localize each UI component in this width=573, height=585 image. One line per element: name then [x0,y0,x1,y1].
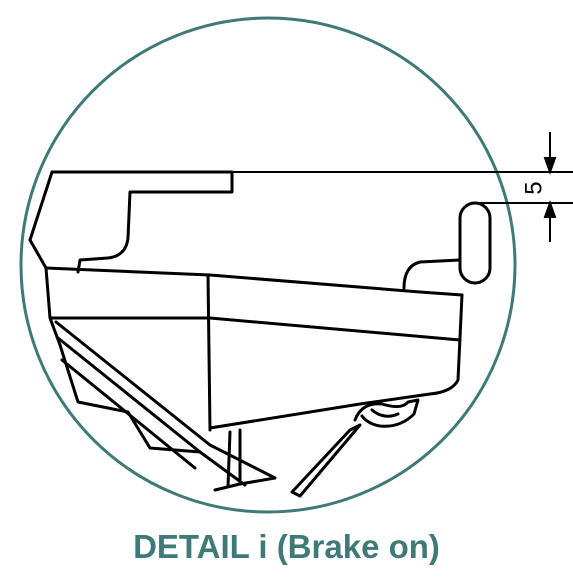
dimension-arrow-up [543,200,557,218]
lever-hub [353,398,420,428]
dimension-arrow-down [543,157,557,175]
detail-circle [19,16,517,514]
block-vertical-divider [206,273,212,432]
block-right-edge [428,293,464,396]
diagonal-bar-outer [54,320,277,492]
lever-arm [290,423,362,498]
knob-stem [402,258,462,290]
brake-shoe-plate [28,170,234,274]
knob [458,201,492,285]
dimension-annotation [232,132,573,242]
detail-drawing: 5 [19,16,573,514]
pin-left [226,430,232,488]
diagonal-bar-inner [56,336,202,454]
lever-hub-detail [370,408,400,418]
block-top-edge [44,266,464,297]
diagonal-bar-lower [60,358,197,470]
brake-assembly-linework [28,170,492,498]
left-outline [28,238,247,487]
block-bottom-edge [208,392,432,430]
detail-caption: DETAIL i (Brake on) [133,528,440,565]
dimension-value: 5 [520,181,547,194]
block-mid-line [50,316,462,342]
